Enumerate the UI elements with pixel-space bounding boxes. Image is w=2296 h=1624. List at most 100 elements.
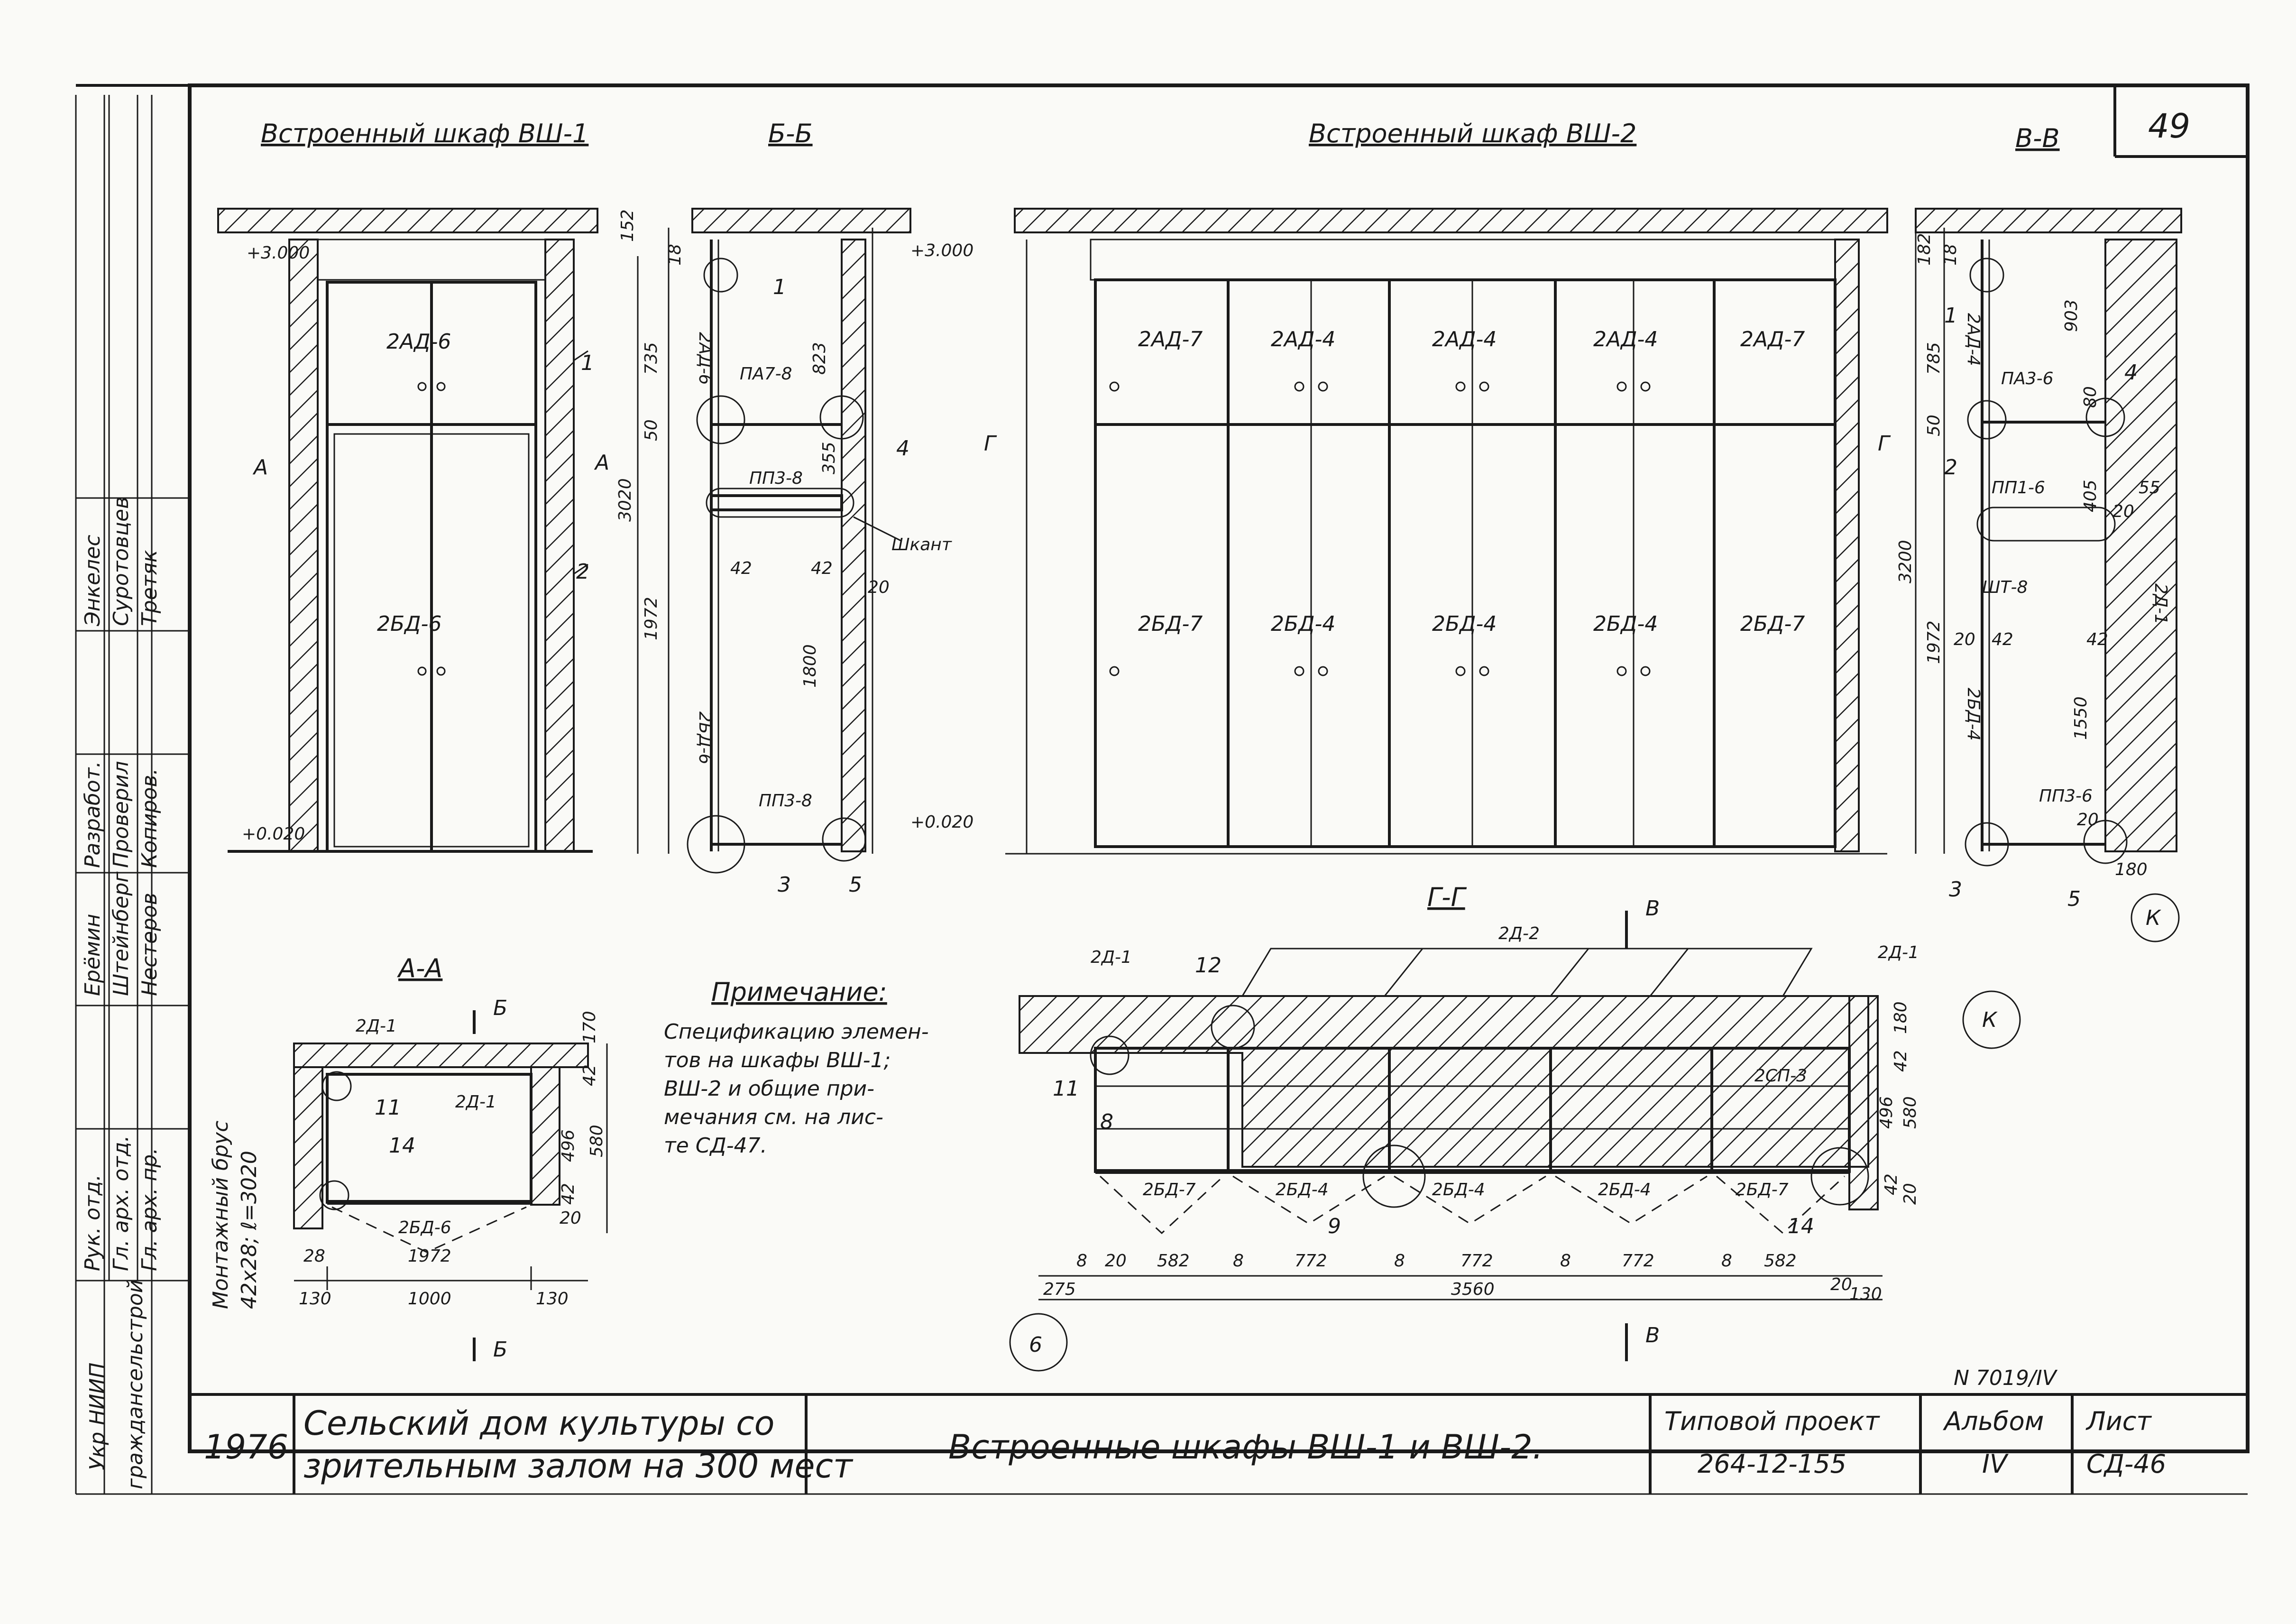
vsh2-lower-door-4: 2БД-4 <box>1593 612 1658 636</box>
bb-callout-5: 5 <box>849 873 862 897</box>
vv-label-2ad4: 2АД-4 <box>1964 313 1983 366</box>
side-stamp <box>76 95 190 1282</box>
bb-dim-50: 50 <box>642 419 661 441</box>
vsh1-elevation <box>217 208 598 853</box>
bb-dim-152: 152 <box>618 209 637 242</box>
bb-dim-20: 20 <box>868 578 890 597</box>
gg-callout-9: 9 <box>1328 1214 1341 1238</box>
vv-dim-20a: 20 <box>1954 630 1975 649</box>
bb-dim-3020: 3020 <box>615 478 635 522</box>
vsh2-upper-door-4: 2АД-4 <box>1593 327 1658 351</box>
bb-callout-4: 4 <box>896 436 909 461</box>
vsh2-upper-door-2: 2АД-4 <box>1271 327 1335 351</box>
gg-dim-b12: 20 <box>1830 1275 1852 1294</box>
gg-label-2bd4-2: 2БД-4 <box>1432 1180 1485 1200</box>
bb-section-a: А <box>594 451 609 475</box>
aa-dim-130a: 130 <box>299 1289 331 1309</box>
vsh1-upper-door-label: 2АД-6 <box>386 330 451 354</box>
aa-brace-size: 42х28; ℓ=3020 <box>237 1151 261 1309</box>
title-album-label: Альбом <box>1943 1406 2044 1436</box>
gg-label-2d1-right: 2Д-1 <box>1878 943 1919 962</box>
gg-callout-6: 6 <box>1029 1333 1042 1357</box>
side-org-line1: Укр НИИП <box>85 1363 110 1470</box>
aa-dim-496: 496 <box>559 1129 578 1162</box>
gg-dim-r42b: 42 <box>1882 1173 1901 1195</box>
side-name-2: Штейнберг <box>109 871 133 996</box>
vv-callout-4: 4 <box>2124 360 2138 385</box>
bb-label-pa78: ПА7-8 <box>740 364 792 384</box>
gg-plan <box>1009 911 2021 1372</box>
gg-dim-3560: 3560 <box>1451 1280 1495 1299</box>
vsh1-lower-door-label: 2БД-6 <box>377 612 441 636</box>
title-year: 1976 <box>204 1428 288 1467</box>
side-role-3: Гл. арх. пр. <box>138 1148 162 1271</box>
bb-label-pp38: ПП3-8 <box>749 469 803 488</box>
vv-dim-42a: 42 <box>1992 630 2013 649</box>
title-drawing-name: Встроенные шкафы ВШ-1 и ВШ-2. <box>948 1428 1543 1467</box>
bb-dim-735: 735 <box>642 342 661 375</box>
title-project-number: 264-12-155 <box>1698 1449 1846 1479</box>
gg-dim-275: 275 <box>1043 1280 1076 1299</box>
vv-label-2d1: 2Д-1 <box>2151 583 2170 625</box>
gg-dim-b4: 8 <box>1233 1251 1244 1271</box>
aa-dim-170: 170 <box>580 1011 599 1043</box>
aa-callout-11: 11 <box>375 1096 401 1120</box>
vv-dim-3200: 3200 <box>1896 540 1915 583</box>
gg-dim-b7: 772 <box>1460 1251 1493 1271</box>
gg-label-2d2: 2Д-2 <box>1498 924 1540 943</box>
gg-dim-r580: 580 <box>1901 1096 1920 1129</box>
vv-dim-80: 80 <box>2081 386 2100 408</box>
gg-dim-r180: 180 <box>1891 1001 1910 1034</box>
aa-dim-28: 28 <box>303 1246 325 1266</box>
aa-callout-14: 14 <box>389 1134 415 1158</box>
gg-dim-r42a: 42 <box>1891 1050 1910 1072</box>
gg-dim-b5: 772 <box>1295 1251 1327 1271</box>
bb-dim-42b: 42 <box>811 559 833 578</box>
side-name-5: Суротовцев <box>109 497 133 626</box>
vv-dim-20b: 20 <box>2112 502 2134 521</box>
bb-label-2ad6: 2АД-6 <box>695 332 715 385</box>
note-line-5: те СД-47. <box>664 1134 767 1158</box>
vv-section <box>1915 208 2182 942</box>
vv-dim-1972: 1972 <box>1924 620 1944 664</box>
note-line-1: Спецификацию элемен- <box>664 1020 929 1044</box>
bb-dim-823: 823 <box>810 342 829 375</box>
aa-dim-1000: 1000 <box>408 1289 451 1309</box>
vv-dim-42b: 42 <box>2086 630 2108 649</box>
vsh2-upper-door-1: 2АД-7 <box>1138 327 1203 351</box>
vsh2-upper-door-5: 2АД-7 <box>1740 327 1805 351</box>
bb-dim-355: 355 <box>819 442 839 474</box>
vv-label-pa36: ПА3-6 <box>2001 369 2054 388</box>
vv-label-pp16: ПП1-6 <box>1992 478 2045 498</box>
bb-level-top: +3.000 <box>910 241 974 260</box>
aa-label-2d1-left: 2Д-1 <box>356 1016 397 1036</box>
vv-dim-785: 785 <box>1924 342 1944 375</box>
bb-title: Б-Б <box>768 119 813 148</box>
gg-label-2bd7-left: 2БД-7 <box>1143 1180 1196 1200</box>
gg-dim-r20: 20 <box>1901 1183 1920 1205</box>
sheet-number: 49 <box>2148 107 2190 146</box>
gg-callout-k: К <box>1982 1008 1998 1032</box>
aa-dim-20: 20 <box>560 1209 581 1228</box>
vv-dim-1550: 1550 <box>2071 696 2091 740</box>
side-role-1: Рук. отд. <box>81 1174 105 1271</box>
aa-label-2d1-right: 2Д-1 <box>455 1092 496 1112</box>
bb-callout-1: 1 <box>773 275 786 299</box>
gg-label-2d1-left: 2Д-1 <box>1091 948 1132 967</box>
aa-section-b-top: Б <box>493 996 507 1020</box>
side-role-5: Проверил <box>109 761 133 868</box>
gg-label-2bd7-right: 2БД-7 <box>1736 1180 1789 1200</box>
title-sheet-value: СД-46 <box>2086 1449 2166 1479</box>
aa-dim-1972: 1972 <box>408 1246 451 1266</box>
gg-section-v-bottom: В <box>1645 1323 1660 1347</box>
side-name-3: Нестеров <box>138 893 162 996</box>
gg-callout-12: 12 <box>1195 953 1221 978</box>
title-object-line1: Сельский дом культуры со <box>303 1404 774 1443</box>
vv-dim-18: 18 <box>1941 244 1960 266</box>
gg-dim-b8: 8 <box>1560 1251 1571 1271</box>
note-line-2: тов на шкафы ВШ-1; <box>664 1048 891 1072</box>
bb-callout-3: 3 <box>778 873 791 897</box>
vsh1-section-a: А <box>252 455 268 480</box>
gg-dim-b10: 8 <box>1721 1251 1732 1271</box>
